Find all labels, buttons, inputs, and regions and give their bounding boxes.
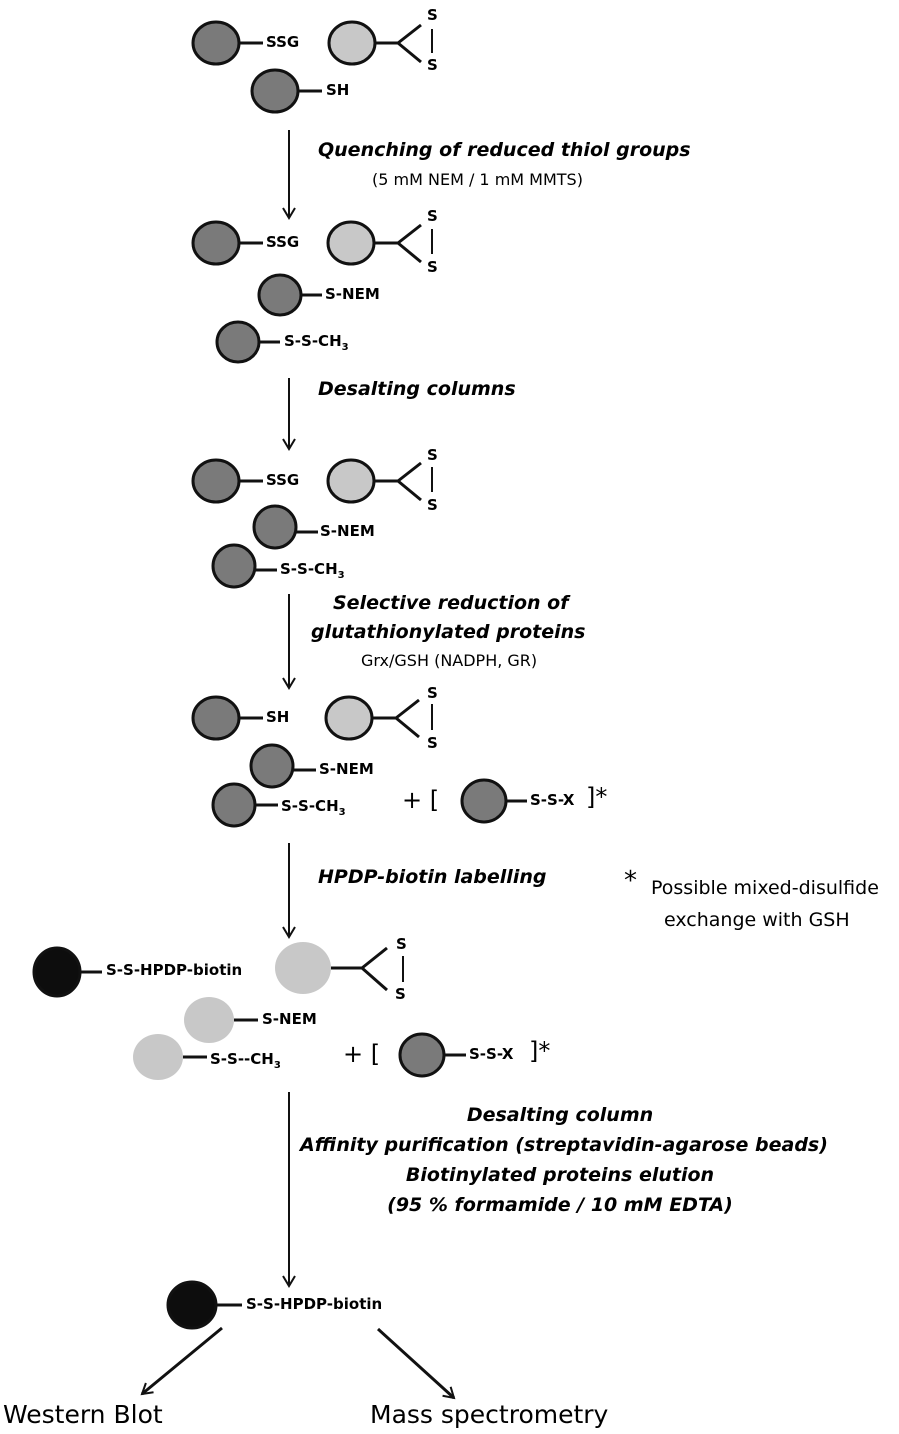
- label-s-top: S: [427, 446, 438, 464]
- arrow-to-mass-spectrometry: [376, 1327, 456, 1400]
- label-s-bottom: S: [427, 56, 438, 74]
- label-s-s-ch3: S-S-CH3: [284, 332, 349, 353]
- label-s-top: S: [427, 684, 438, 702]
- label-ssg: SSG: [266, 471, 300, 489]
- label-s-top: S: [396, 935, 407, 953]
- label-s-bottom: S: [395, 985, 406, 1003]
- label-sh: SH: [266, 708, 290, 726]
- step5-line3: Biotinylated proteins elution: [405, 1164, 715, 1186]
- footnote-line1: Possible mixed-disulfide: [651, 877, 879, 899]
- step5-line1: Desalting column: [466, 1104, 654, 1126]
- label-s-s-ch3: S-S--CH3: [210, 1050, 281, 1071]
- stage4-proteins: [191, 695, 527, 828]
- step1-conditions: (5 mM NEM / 1 mM MMTS): [372, 170, 583, 189]
- plus-bracket: + [: [343, 1040, 381, 1068]
- label-s-nem: S-NEM: [325, 285, 380, 303]
- label-s-bottom: S: [427, 734, 438, 752]
- step1-title: Quenching of reduced thiol groups: [318, 139, 691, 161]
- footnote-asterisk: *: [624, 866, 637, 896]
- final-protein: [166, 1280, 242, 1330]
- stage5-proteins: [32, 942, 466, 1080]
- plus-bracket: + [: [402, 786, 440, 814]
- label-s-top: S: [427, 6, 438, 24]
- step5-line4: (95 % formamide / 10 mM EDTA): [387, 1194, 733, 1216]
- stage1-proteins: [191, 20, 433, 114]
- step3-conditions: Grx/GSH (NADPH, GR): [361, 651, 538, 670]
- label-s-s-x: S-S-X: [469, 1045, 514, 1063]
- step4-title: HPDP-biotin labelling: [318, 866, 547, 888]
- label-s-top: S: [427, 207, 438, 225]
- label-s-nem: S-NEM: [320, 522, 375, 540]
- label-s-s-x: S-S-X: [530, 791, 575, 809]
- label-s-s-hpdp-biotin: S-S-HPDP-biotin: [246, 1295, 383, 1313]
- label-s-s-ch3: S-S-CH3: [281, 797, 346, 818]
- output-western-blot: Western Blot: [3, 1400, 163, 1429]
- label-ssg: SSG: [266, 233, 300, 251]
- step5-line2: Affinity purification (streptavidin-agar…: [300, 1134, 828, 1156]
- step2-title: Desalting columns: [318, 378, 516, 400]
- footnote-line2: exchange with GSH: [664, 909, 850, 931]
- label-s-s-ch3: S-S-CH3: [280, 560, 345, 581]
- arrow-to-western-blot: [140, 1326, 223, 1396]
- stage3-proteins: [191, 458, 433, 589]
- label-s-bottom: S: [427, 496, 438, 514]
- label-s-nem: S-NEM: [319, 760, 374, 778]
- stage2-proteins: [191, 220, 433, 364]
- step3-title-line2: glutathionylated proteins: [311, 621, 586, 643]
- step3-title-line1: Selective reduction of: [333, 592, 569, 614]
- output-mass-spectrometry: Mass spectrometry: [370, 1400, 609, 1429]
- close-bracket-asterisk: ]*: [586, 783, 608, 811]
- label-sh: SH: [326, 81, 350, 99]
- close-bracket-asterisk: ]*: [529, 1037, 551, 1065]
- label-ssg: SSG: [266, 33, 300, 51]
- label-s-bottom: S: [427, 258, 438, 276]
- label-s-nem: S-NEM: [262, 1010, 317, 1028]
- label-s-s-hpdp-biotin: S-S-HPDP-biotin: [106, 961, 243, 979]
